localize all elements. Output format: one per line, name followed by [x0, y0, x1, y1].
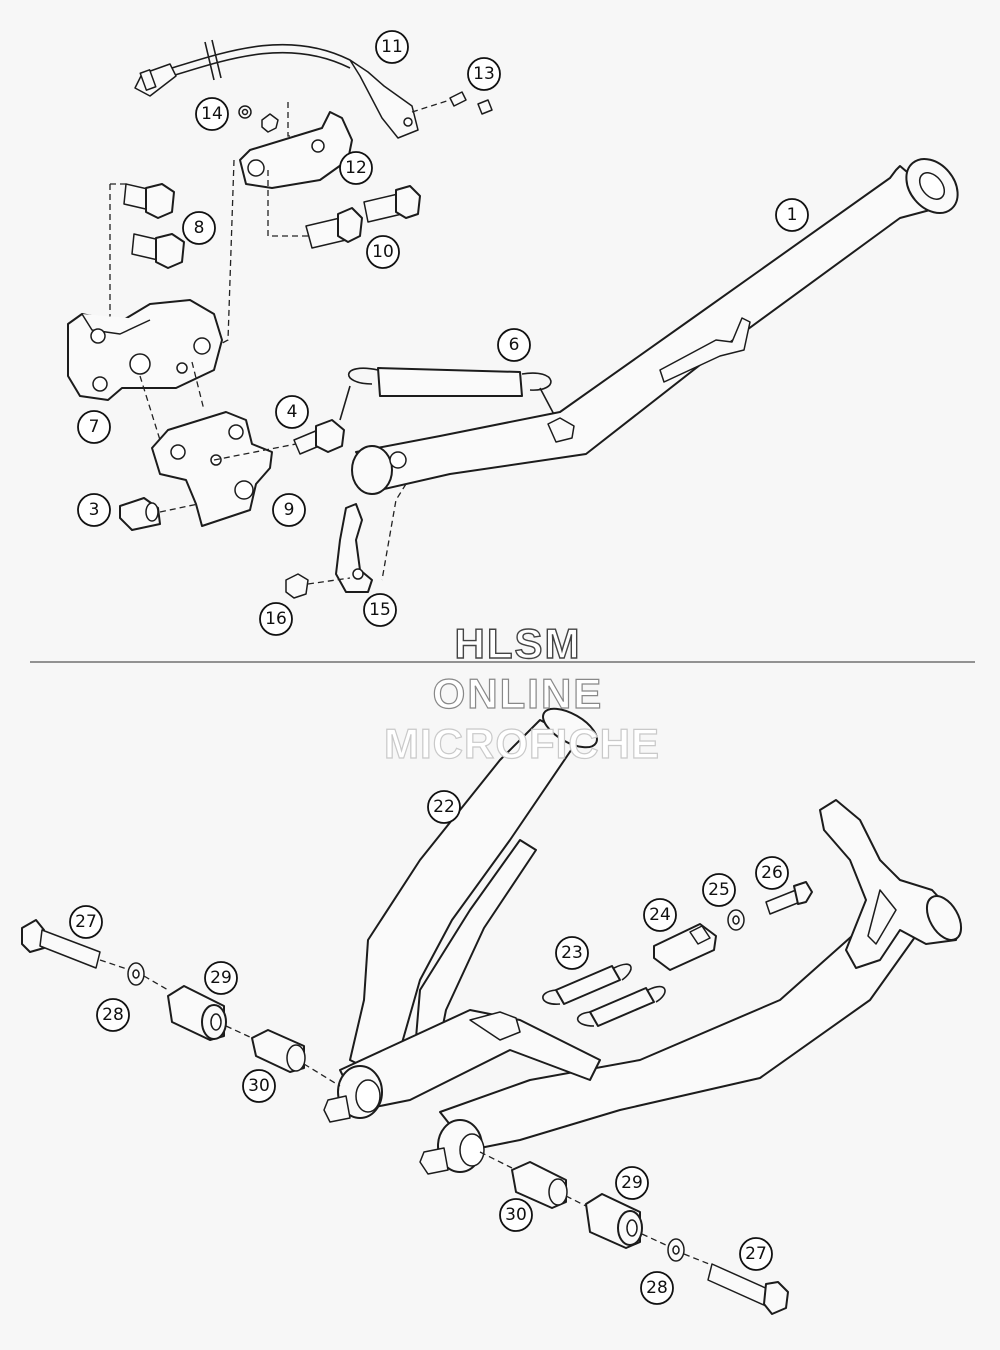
- callout-24-label: 24: [649, 905, 671, 925]
- callout-22-label: 22: [433, 797, 455, 817]
- callout-26: 26: [755, 856, 789, 890]
- watermark-line-2: ONLINE: [433, 670, 604, 717]
- bolt-4: [213, 419, 345, 461]
- switch-15: [285, 483, 407, 599]
- callout-28-right-label: 28: [646, 1278, 668, 1298]
- watermark-line-1: HLSM: [455, 620, 582, 667]
- center-stand-frame-22: [323, 707, 963, 1175]
- callout-30-right-label: 30: [505, 1205, 527, 1225]
- callout-23: 23: [555, 936, 589, 970]
- watermark: HLSM ONLINE MICROFICHE: [383, 619, 660, 767]
- callout-3: 3: [77, 493, 111, 527]
- callout-10-label: 10: [372, 242, 394, 262]
- callout-3-label: 3: [89, 500, 100, 520]
- callout-7-label: 7: [89, 417, 100, 437]
- callout-29-right-label: 29: [621, 1173, 643, 1193]
- callout-29-left: 29: [204, 961, 238, 995]
- plate-9: [151, 411, 273, 527]
- callout-12-label: 12: [345, 158, 367, 178]
- bolts-10: [267, 170, 421, 249]
- callout-29-left-label: 29: [210, 968, 232, 988]
- callout-13-label: 13: [473, 64, 495, 84]
- callout-26-label: 26: [761, 863, 783, 883]
- callout-14: 14: [195, 97, 229, 131]
- bolts-8: [99, 183, 185, 331]
- callout-13: 13: [467, 57, 501, 91]
- center-stand-assembly: [21, 707, 963, 1315]
- callout-6: 6: [497, 328, 531, 362]
- callout-8-label: 8: [194, 218, 205, 238]
- callout-27-left-label: 27: [75, 912, 97, 932]
- washer-25: [727, 909, 745, 931]
- bolt-26: [765, 881, 813, 915]
- callout-25-label: 25: [708, 880, 730, 900]
- callout-30-right: 30: [499, 1198, 533, 1232]
- callout-27-left: 27: [69, 905, 103, 939]
- callout-1: 1: [775, 198, 809, 232]
- callout-10: 10: [366, 235, 400, 269]
- left-hardware: [21, 919, 341, 1087]
- mount-block-7: [67, 299, 223, 401]
- callout-16-label: 16: [265, 609, 287, 629]
- nut-14: [238, 102, 340, 137]
- callout-30-left: 30: [242, 1069, 276, 1103]
- sensor-cable: [134, 39, 419, 139]
- callout-28-left: 28: [96, 998, 130, 1032]
- callout-14-label: 14: [201, 104, 223, 124]
- watermark-line-3: MICROFICHE: [384, 720, 660, 767]
- screw-13: [411, 91, 493, 115]
- callout-28-right: 28: [640, 1271, 674, 1305]
- callout-11-label: 11: [381, 37, 403, 57]
- callout-27-right-label: 27: [745, 1244, 767, 1264]
- callout-24: 24: [643, 898, 677, 932]
- plate-24: [653, 923, 717, 971]
- spring-6: [339, 367, 559, 423]
- bracket-12: [239, 111, 353, 189]
- side-stand-assembly: [67, 39, 959, 599]
- callout-15-label: 15: [369, 600, 391, 620]
- callout-28-left-label: 28: [102, 1005, 124, 1025]
- callout-22: 22: [427, 790, 461, 824]
- bushing-3: [119, 497, 199, 531]
- callout-12: 12: [339, 151, 373, 185]
- callout-6-label: 6: [509, 335, 520, 355]
- callout-8: 8: [182, 211, 216, 245]
- callout-1-label: 1: [787, 205, 798, 225]
- callout-27-right: 27: [739, 1237, 773, 1271]
- springs-23: [542, 963, 666, 1027]
- callout-29-right: 29: [615, 1166, 649, 1200]
- callout-15: 15: [363, 593, 397, 627]
- stand-leg-1: [351, 158, 959, 495]
- callout-7: 7: [77, 410, 111, 444]
- callout-4: 4: [275, 395, 309, 429]
- right-hardware: [479, 1151, 789, 1315]
- callout-9: 9: [272, 493, 306, 527]
- callout-11: 11: [375, 30, 409, 64]
- callout-9-label: 9: [284, 500, 295, 520]
- callout-23-label: 23: [561, 943, 583, 963]
- callout-25: 25: [702, 873, 736, 907]
- callout-4-label: 4: [287, 402, 298, 422]
- callout-30-left-label: 30: [248, 1076, 270, 1096]
- callout-16: 16: [259, 602, 293, 636]
